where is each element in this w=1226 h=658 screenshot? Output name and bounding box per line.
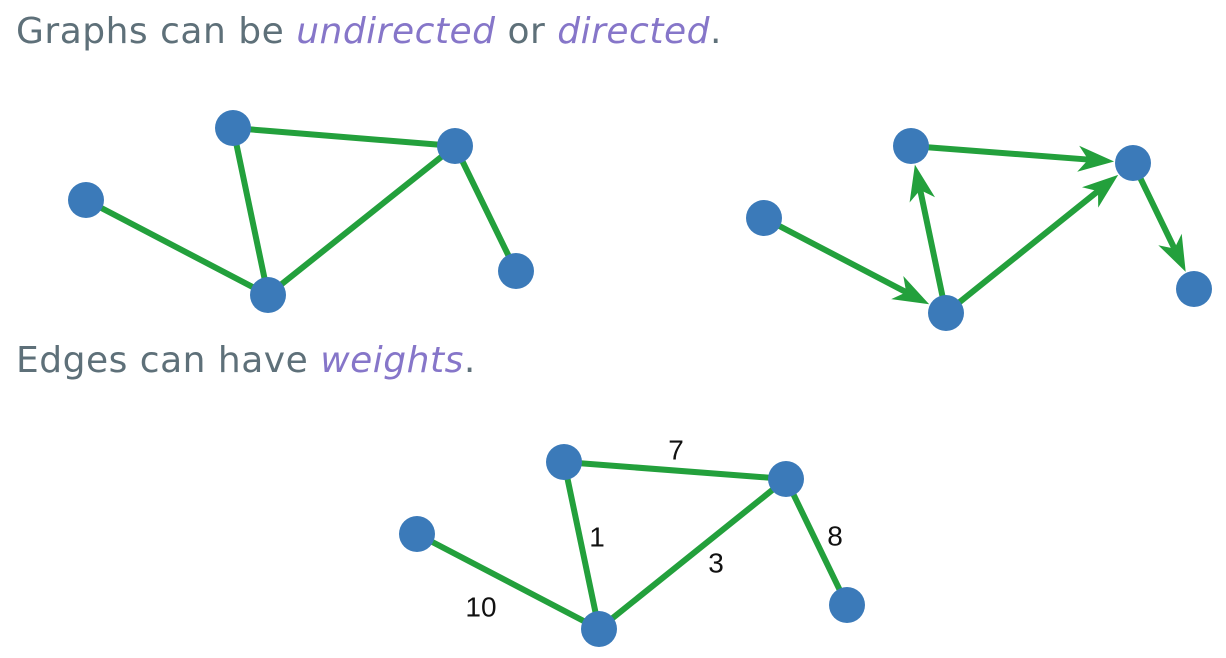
graph-node [893,128,929,164]
graph-node [928,295,964,331]
arrowhead-icon [1158,233,1186,272]
graph-node [498,253,534,289]
undirected-edge [83,197,271,298]
directed-edge [917,186,949,316]
graph-node [546,444,582,480]
graph-node [68,182,104,218]
term-directed: directed [557,11,710,52]
edge-weight-label: 8 [827,520,843,551]
undirected-edge [452,143,519,274]
edge-weight-label: 1 [589,521,605,552]
heading-edges-suffix: . [463,340,476,381]
heading-edges-prefix: Edges can have [16,340,321,381]
heading-graphs-suffix: . [709,11,722,52]
arrowhead-icon [909,164,935,203]
graph-node [746,200,782,236]
edge-weight-label: 7 [668,434,684,465]
weighted-edge [414,531,602,632]
weighted-edge [783,476,850,608]
edge-weight-label: 10 [465,591,496,622]
arrowhead-icon [891,276,930,305]
directed-edge [761,215,910,296]
undirected-edge [265,143,458,298]
graph-node [768,461,804,497]
weighted-edge [561,459,789,482]
heading-graphs-prefix: Graphs can be [16,11,297,52]
undirected-edge [230,125,458,149]
graph-node [1176,271,1212,307]
heading-edges: Edges can have weights. [16,343,476,379]
heading-graphs-middle: or [495,11,558,52]
weighted-edge [561,459,602,632]
graph-node [1115,145,1151,181]
graph-node [437,128,473,164]
graph-node [829,587,865,623]
arrowhead-icon [1077,145,1115,172]
term-undirected: undirected [296,11,496,52]
directed-edge [908,143,1092,163]
directed-edge [943,188,1101,316]
edge-weight-label: 3 [708,547,724,578]
weighted-edge [596,476,789,632]
graph-node [399,516,435,552]
undirected-edge [230,125,271,298]
graph-node [581,611,617,647]
graph-node [250,277,286,313]
heading-graphs: Graphs can be undirected or directed. [16,14,722,50]
arrowhead-icon [1082,174,1119,208]
graph-node [215,110,251,146]
term-weights: weights [320,340,464,381]
